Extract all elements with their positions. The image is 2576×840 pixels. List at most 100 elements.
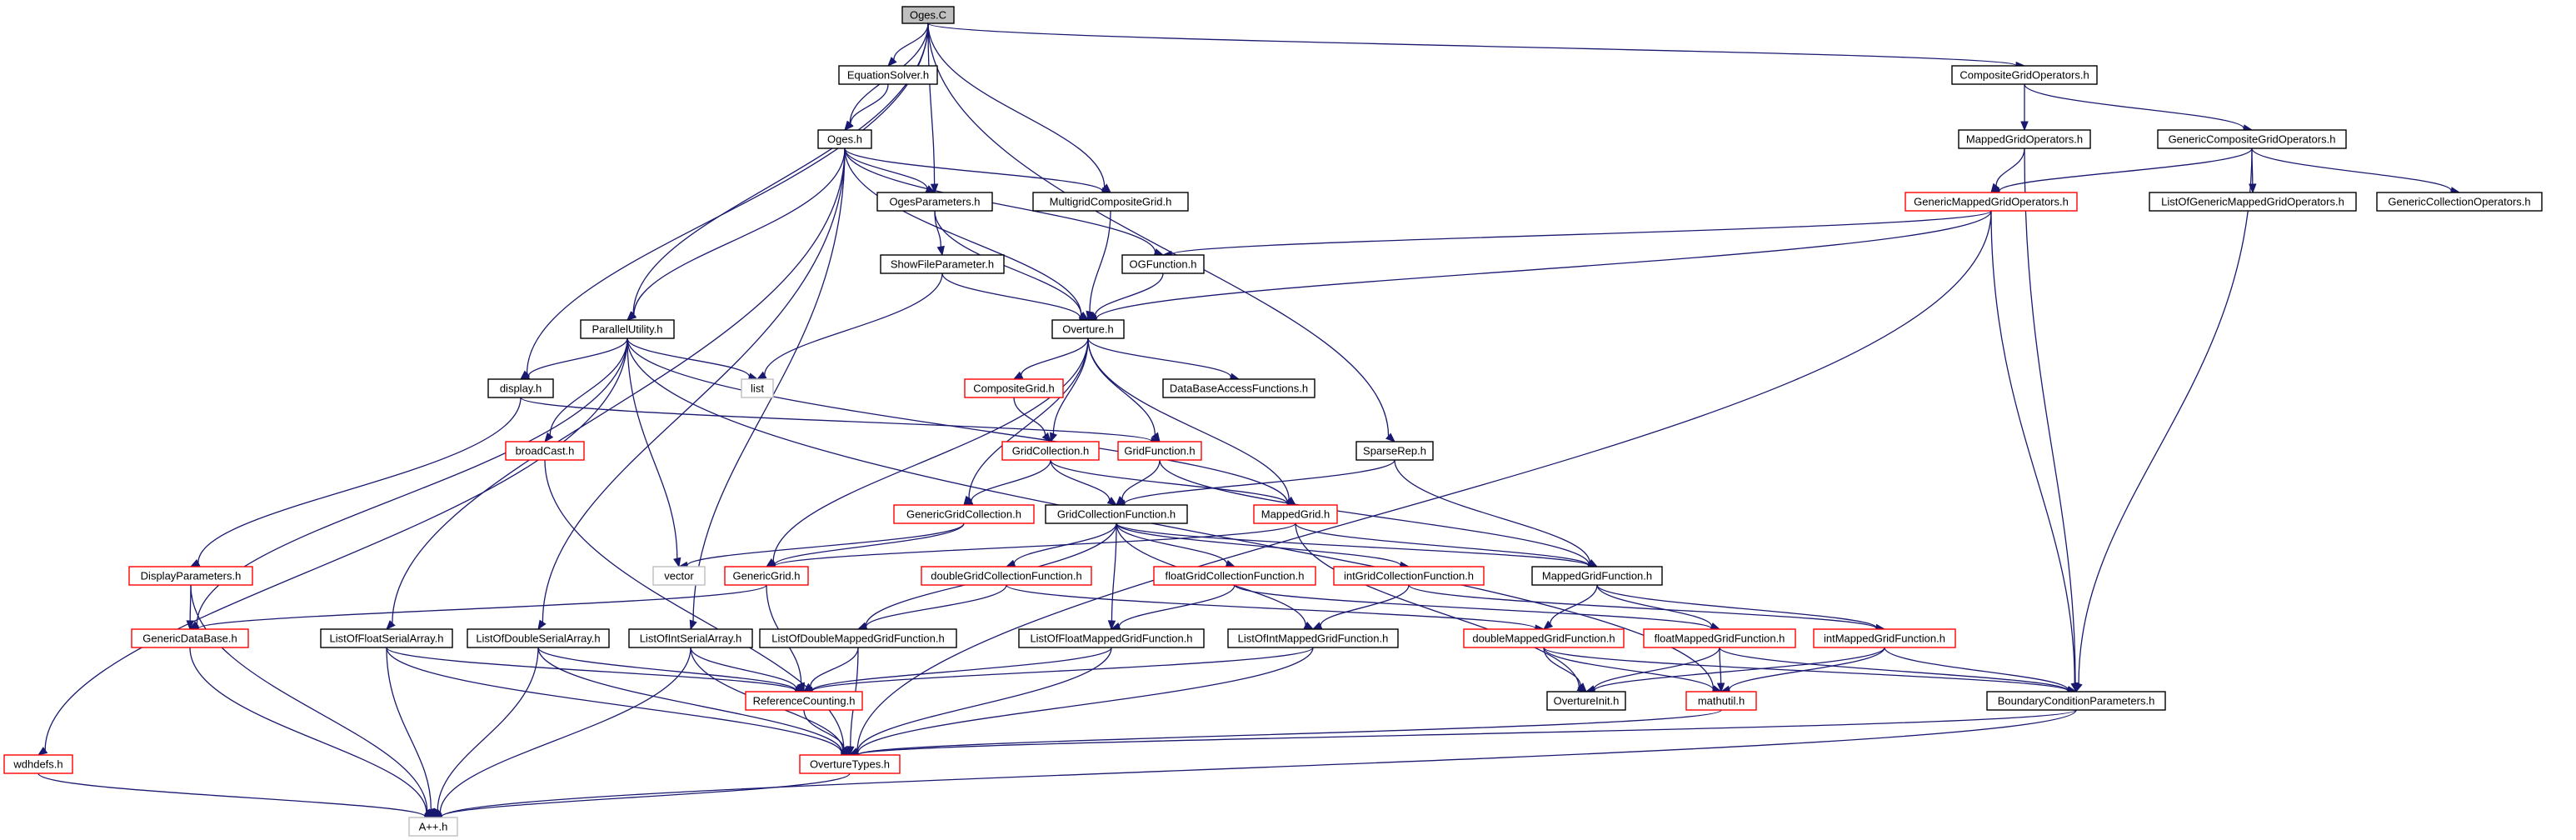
node-overture-h[interactable]: Overture.h	[1051, 319, 1125, 339]
node-oges-parameters-h[interactable]: OgesParameters.h	[876, 192, 993, 212]
node-label: EquationSolver.h	[847, 69, 929, 82]
edge-oges-h-to-multigrid-composite-grid-h	[844, 148, 1112, 195]
edge-line	[392, 148, 846, 623]
node-box	[2149, 192, 2357, 212]
node-sparse-rep-h[interactable]: SparseRep.h	[1355, 441, 1434, 461]
node-broadcast-h[interactable]: broadCast.h	[505, 441, 585, 461]
edge-list-of-int-mapped-grid-function-h-to-reference-counting-h	[802, 647, 1314, 695]
node-mapped-grid-operators-h[interactable]: MappedGridOperators.h	[1958, 129, 2091, 149]
node-generic-grid-collection-h[interactable]: GenericGridCollection.h	[893, 504, 1035, 524]
edge-line	[537, 647, 796, 691]
arrow-head	[544, 432, 554, 443]
node-label: doubleMappedGridFunction.h	[1472, 632, 1615, 645]
node-show-file-parameter-h[interactable]: ShowFileParameter.h	[880, 254, 1005, 274]
node-parallel-utility-h[interactable]: ParallelUtility.h	[580, 319, 675, 339]
node-float-grid-collection-function-h[interactable]: floatGridCollectionFunction.h	[1153, 566, 1316, 586]
edge-line	[386, 647, 432, 810]
node-vector: vector	[652, 566, 706, 586]
node-equation-solver-h[interactable]: EquationSolver.h	[838, 65, 938, 85]
node-label: MappedGridFunction.h	[1542, 570, 1652, 582]
node-box	[1463, 628, 1625, 648]
edge-line	[1995, 148, 2025, 187]
node-generic-collection-operators-h[interactable]: GenericCollectionOperators.h	[2376, 192, 2543, 212]
node-box	[1253, 504, 1338, 524]
node-overture-types-h[interactable]: OvertureTypes.h	[799, 754, 901, 774]
node-mapped-grid-function-h[interactable]: MappedGridFunction.h	[1531, 566, 1663, 586]
node-mapped-grid-h[interactable]: MappedGrid.h	[1253, 504, 1338, 524]
node-display-h[interactable]: display.h	[487, 378, 554, 398]
node-list-of-generic-mapped-grid-operators-h[interactable]: ListOfGenericMappedGridOperators.h	[2149, 192, 2357, 212]
arrow-head	[1107, 620, 1116, 631]
node-display-parameters-h[interactable]: DisplayParameters.h	[128, 566, 253, 586]
edge-boundary-condition-parameters-h-to-app-h	[432, 709, 2077, 822]
node-grid-collection-h[interactable]: GridCollection.h	[1001, 441, 1100, 461]
node-wdhdefs-h[interactable]: wdhdefs.h	[3, 754, 73, 774]
edge-line	[1096, 210, 1992, 320]
edge-oges-c-to-equation-solver-h	[887, 22, 929, 67]
edge-line	[971, 459, 1051, 502]
node-list-of-double-mapped-grid-function-h[interactable]: ListOfDoubleMappedGridFunction.h	[759, 628, 957, 648]
edges-layer	[37, 22, 2461, 822]
node-composite-grid-h[interactable]: CompositeGrid.h	[964, 378, 1064, 398]
edge-line	[441, 772, 851, 818]
node-label: GridCollection.h	[1012, 445, 1090, 458]
edge-line	[1543, 647, 1714, 690]
edge-line	[764, 272, 943, 376]
node-grid-collection-function-h[interactable]: GridCollectionFunction.h	[1045, 504, 1188, 524]
node-float-mapped-grid-function-h[interactable]: floatMappedGridFunction.h	[1643, 628, 1796, 648]
edge-generic-composite-grid-operators-h-to-boundary-condition-parameters-h	[2074, 148, 2253, 693]
node-list-of-float-mapped-grid-function-h[interactable]: ListOfFloatMappedGridFunction.h	[1018, 628, 1205, 648]
node-double-grid-collection-function-h[interactable]: doubleGridCollectionFunction.h	[921, 566, 1092, 586]
edge-line	[686, 522, 965, 567]
node-box	[1121, 254, 1205, 274]
edge-line	[856, 210, 1992, 752]
node-box	[580, 319, 675, 339]
edge-line	[857, 709, 2077, 756]
edge-line	[520, 397, 1152, 442]
node-generic-grid-h[interactable]: GenericGrid.h	[724, 566, 809, 586]
node-int-mapped-grid-function-h[interactable]: intMappedGridFunction.h	[1813, 628, 1956, 648]
node-list-of-double-serial-array-h[interactable]: ListOfDoubleSerialArray.h	[467, 628, 610, 648]
arrow-head	[1542, 620, 1554, 630]
edge-line	[1006, 584, 1536, 629]
node-double-mapped-grid-function-h[interactable]: doubleMappedGridFunction.h	[1463, 628, 1625, 648]
edge-overture-h-to-database-access-functions-h	[1087, 338, 1241, 381]
node-multigrid-composite-grid-h[interactable]: MultigridCompositeGrid.h	[1032, 192, 1189, 212]
node-generic-composite-grid-operators-h[interactable]: GenericCompositeGridOperators.h	[2157, 129, 2347, 149]
node-database-access-functions-h[interactable]: DataBaseAccessFunctions.h	[1162, 378, 1315, 398]
node-int-grid-collection-function-h[interactable]: intGridCollectionFunction.h	[1333, 566, 1485, 586]
edge-list-of-double-serial-array-h-to-app-h	[432, 647, 539, 819]
edge-grid-collection-function-h-to-int-grid-collection-function-h	[1116, 522, 1410, 570]
edge-line	[690, 647, 797, 689]
edge-line	[772, 338, 1089, 562]
node-box	[880, 254, 1005, 274]
node-label: vector	[664, 570, 694, 582]
node-label: floatMappedGridFunction.h	[1655, 632, 1785, 645]
node-box	[487, 378, 554, 398]
node-list-of-int-mapped-grid-function-h[interactable]: ListOfIntMappedGridFunction.h	[1227, 628, 1399, 648]
edge-line	[1050, 459, 1288, 504]
node-boundary-condition-parameters-h[interactable]: BoundaryConditionParameters.h	[1986, 691, 2166, 711]
edge-generic-grid-collection-h-to-generic-grid-h	[765, 522, 965, 569]
node-generic-database-h[interactable]: GenericDataBase.h	[131, 628, 249, 648]
edge-list-of-double-mapped-grid-function-h-to-reference-counting-h	[802, 647, 859, 692]
node-composite-grid-operators-h[interactable]: CompositeGridOperators.h	[1951, 65, 2098, 85]
node-og-function-h[interactable]: OGFunction.h	[1121, 254, 1205, 274]
edge-line	[1543, 647, 2069, 692]
node-overture-init-h[interactable]: OvertureInit.h	[1546, 691, 1626, 711]
arrow-head	[186, 620, 194, 631]
node-generic-mapped-grid-operators-h[interactable]: GenericMappedGridOperators.h	[1905, 192, 2078, 212]
node-oges-h[interactable]: Oges.h	[817, 129, 872, 149]
node-label: OvertureTypes.h	[810, 758, 890, 771]
node-reference-counting-h[interactable]: ReferenceCounting.h	[745, 691, 863, 711]
edge-list-of-double-serial-array-h-to-reference-counting-h	[537, 647, 806, 694]
edge-mapped-grid-h-to-generic-grid-h	[765, 522, 1296, 570]
edge-double-mapped-grid-function-h-to-overture-init-h	[1543, 647, 1587, 692]
node-list-of-int-serial-array-h[interactable]: ListOfIntSerialArray.h	[628, 628, 753, 648]
node-grid-function-h[interactable]: GridFunction.h	[1117, 441, 1202, 461]
node-mathutil-h[interactable]: mathutil.h	[1685, 691, 1757, 711]
node-box	[467, 628, 610, 648]
node-list-of-float-serial-array-h[interactable]: ListOfFloatSerialArray.h	[320, 628, 453, 648]
arrow-head	[626, 311, 637, 321]
